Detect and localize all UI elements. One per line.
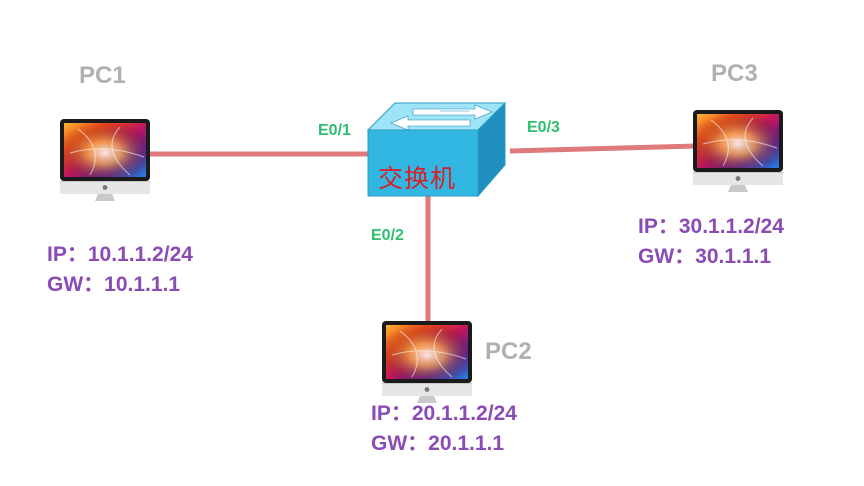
- pc2-ip: IP：20.1.1.2/24: [371, 402, 517, 425]
- pc3-ip: IP：30.1.1.2/24: [638, 215, 784, 238]
- pc1-desktop-computer-icon: [60, 119, 150, 201]
- pc2-name: PC2: [485, 338, 532, 365]
- network-switch-icon: [366, 101, 507, 198]
- switch-label: 交换机: [378, 164, 457, 193]
- link-switch-pc3: [509, 143, 698, 154]
- pc1-address-block: IP：10.1.1.2/24 GW：10.1.1.1: [47, 240, 193, 300]
- port-e01-label: E0/1: [318, 122, 351, 139]
- pc1-name: PC1: [79, 62, 126, 89]
- pc3-name: PC3: [711, 60, 758, 87]
- port-e02-label: E0/2: [371, 227, 404, 244]
- pc2-gateway: GW：20.1.1.1: [371, 432, 505, 455]
- pc2-address-block: IP：20.1.1.2/24 GW：20.1.1.1: [371, 399, 517, 459]
- pc3-gateway: GW：30.1.1.1: [638, 245, 772, 268]
- pc3-address-block: IP：30.1.1.2/24 GW：30.1.1.1: [638, 212, 784, 272]
- port-e03-label: E0/3: [527, 119, 560, 136]
- pc3-desktop-computer-icon: [693, 110, 783, 192]
- pc1-gateway: GW：10.1.1.1: [47, 273, 181, 296]
- pc1-ip: IP：10.1.1.2/24: [47, 243, 193, 266]
- pc2-desktop-computer-icon: [382, 321, 472, 403]
